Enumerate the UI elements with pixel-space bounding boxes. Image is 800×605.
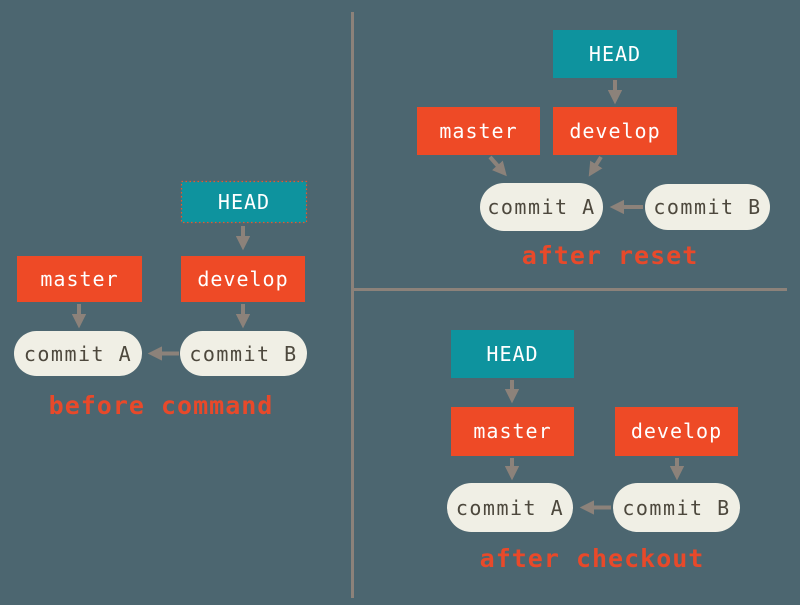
arrow-develop-to-commit-a (588, 155, 603, 177)
commit-a-node (480, 183, 603, 231)
commit-a-label: commit A (456, 496, 564, 520)
panel-after-reset: HEAD master develop commit A commit B af… (417, 30, 770, 270)
develop-branch-label: develop (569, 119, 660, 143)
develop-branch-box (553, 107, 677, 155)
panel-caption-before: before command (49, 391, 274, 420)
head-box-label: HEAD (218, 190, 270, 214)
panel-caption-after-reset: after reset (522, 241, 699, 270)
commit-a-label: commit A (24, 342, 132, 366)
master-branch-label: master (40, 267, 118, 291)
develop-branch-label: develop (631, 419, 722, 443)
commit-a-node (447, 483, 573, 532)
master-branch-box (451, 407, 574, 456)
head-box (451, 330, 574, 378)
commit-a-node (14, 331, 142, 376)
arrow-master-to-commit-a (488, 155, 507, 177)
develop-branch-box (181, 256, 305, 302)
master-branch-label: master (473, 419, 551, 443)
commit-b-label: commit B (622, 496, 730, 520)
panel-after-checkout: HEAD master develop commit A commit B af… (447, 330, 740, 573)
head-box-label: HEAD (486, 342, 538, 366)
head-box (553, 30, 677, 78)
commit-b-node (645, 184, 770, 230)
commit-b-label: commit B (189, 342, 297, 366)
commit-b-label: commit B (653, 195, 761, 219)
commit-b-node (180, 331, 307, 376)
head-box (180, 180, 308, 224)
panel-caption-after-checkout: after checkout (480, 544, 705, 573)
head-box-label: HEAD (589, 42, 641, 66)
master-branch-label: master (439, 119, 517, 143)
commit-a-label: commit A (487, 195, 595, 219)
master-branch-box (417, 107, 540, 155)
panel-before-command: HEAD master develop commit A commit B be… (14, 180, 308, 420)
master-branch-box (17, 256, 142, 302)
develop-branch-label: develop (197, 267, 288, 291)
commit-b-node (613, 483, 740, 532)
develop-branch-box (615, 407, 738, 456)
